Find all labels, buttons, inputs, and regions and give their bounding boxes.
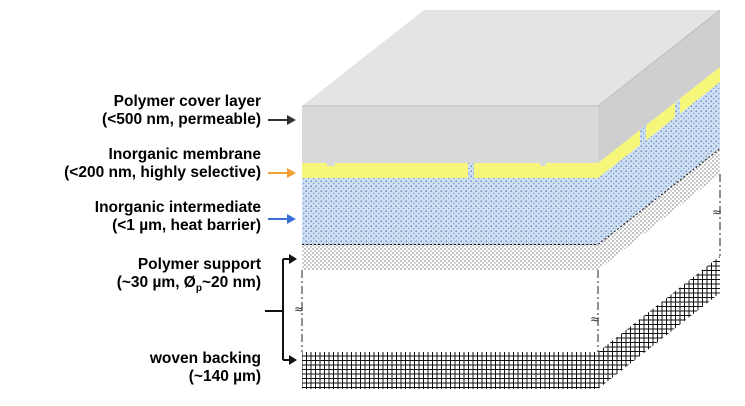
membrane-detail: (<200 nm, highly selective) — [64, 164, 261, 181]
intermediate-title: Inorganic intermediate — [94, 199, 261, 216]
cover-detail: (<500 nm, permeable) — [102, 111, 261, 128]
cover-plug-1 — [327, 162, 335, 166]
cover-top — [302, 10, 720, 106]
polymer-support-side — [598, 148, 720, 270]
backing-title: woven backing — [149, 350, 261, 367]
cover-arrow — [268, 115, 296, 125]
cover-title: Polymer cover layer — [113, 93, 261, 110]
label-polymer-support: Polymer support (~30 µm, Øp~20 nm) — [116, 256, 261, 295]
support-detail-prefix: (~30 µm, Ø — [116, 274, 196, 291]
membrane-front — [302, 163, 598, 178]
support-detail-sub: p — [195, 283, 202, 295]
membrane-arrow — [268, 168, 296, 178]
intermediate-side — [598, 82, 720, 244]
label-inorganic-intermediate: Inorganic intermediate (<1 µm, heat barr… — [95, 199, 261, 235]
polymer-support-front — [302, 244, 598, 270]
support-detail: (~30 µm, Øp~20 nm) — [116, 274, 261, 295]
intermediate-detail: (<1 µm, heat barrier) — [112, 217, 261, 234]
support-detail-suffix: ~20 nm) — [201, 274, 261, 291]
membrane-defect-side-1 — [640, 125, 646, 145]
svg-text:≈: ≈ — [590, 312, 600, 326]
label-polymer-cover-layer: Polymer cover layer (<500 nm, permeable) — [102, 93, 261, 129]
label-woven-backing: woven backing (~140 µm) — [150, 350, 261, 386]
cover-side — [598, 10, 720, 163]
membrane-title: Inorganic membrane — [108, 146, 261, 163]
membrane-defect-side-2 — [675, 99, 680, 118]
cover-edge-side — [597, 9, 721, 107]
support-bracket-arrow — [265, 254, 297, 365]
cover-front — [302, 106, 598, 163]
membrane-side — [598, 67, 720, 178]
connector-lines — [301, 174, 721, 352]
svg-text:≈: ≈ — [712, 205, 722, 219]
woven-backing-front — [302, 352, 598, 389]
cover-plug-2 — [540, 162, 546, 166]
svg-text:≈: ≈ — [294, 302, 304, 316]
intermediate-front — [302, 178, 598, 244]
backing-detail: (~140 µm) — [188, 368, 261, 385]
membrane-defect — [468, 163, 474, 178]
woven-backing-side — [598, 256, 720, 389]
break-marks: ≈ ≈ ≈ — [294, 205, 722, 326]
intermediate-arrow — [268, 214, 296, 224]
label-inorganic-membrane: Inorganic membrane (<200 nm, highly sele… — [64, 146, 261, 182]
support-title: Polymer support — [137, 256, 261, 273]
